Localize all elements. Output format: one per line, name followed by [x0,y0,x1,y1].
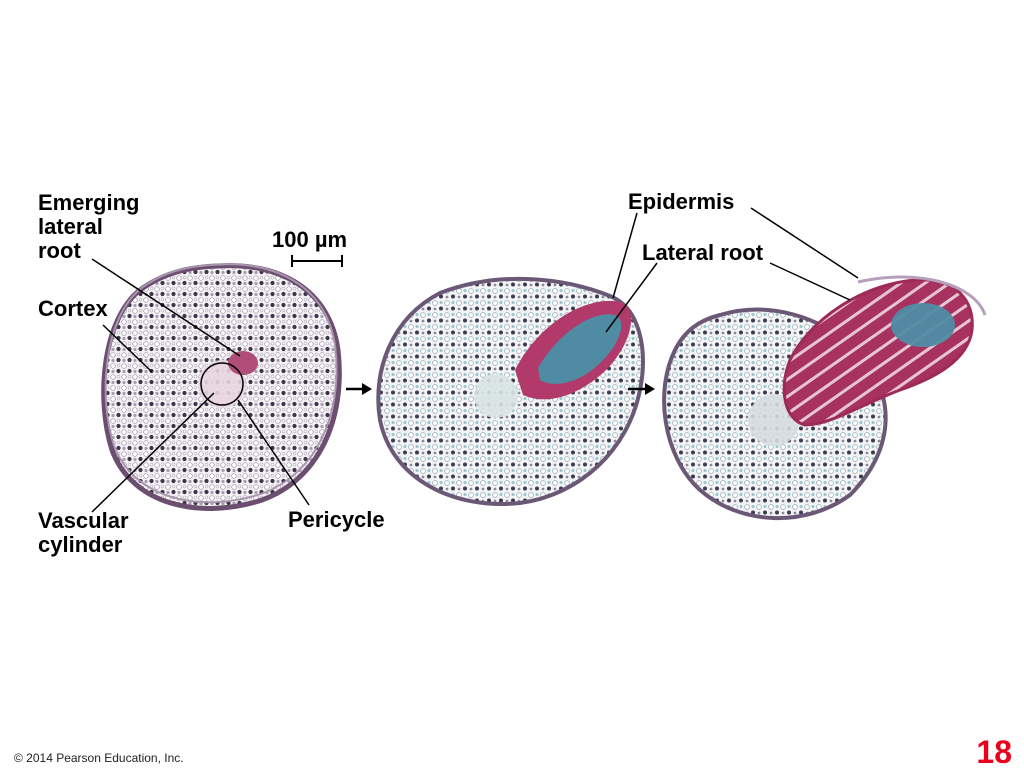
leader-epidermis-middle [612,212,638,299]
label-pericycle: Pericycle [288,507,385,532]
label-line: cylinder [38,532,123,557]
leader-emerging-lateral-root [91,258,241,357]
label-cortex: Cortex [38,296,108,321]
vascular-cylinder-circle [200,362,244,406]
copyright: © 2014 Pearson Education, Inc. [14,751,184,765]
scale-bar-label: 100 µm [272,228,347,252]
leader-lateral-root-middle [605,262,658,333]
root-cross-section-3 [662,264,987,520]
scale-bar-unit: µm [314,227,348,252]
arrow-2 [628,383,655,395]
scale-bar-value: 100 [272,227,309,252]
label-epidermis: Epidermis [628,189,735,214]
label-line: Vascular [38,508,129,533]
scale-bar [291,255,343,267]
label-line: root [38,238,81,263]
leader-epidermis-right [750,207,859,279]
leader-pericycle [237,399,310,506]
leader-vascular-cylinder [91,392,215,513]
leader-cortex [102,324,153,373]
emerging-lateral-root-primordium [228,351,258,375]
root-cross-section-1 [101,263,342,511]
label-line: lateral [38,214,103,239]
leader-lines [91,207,859,513]
label-lateral-root: Lateral root [642,240,764,265]
label-line: Emerging [38,190,140,215]
label-emerging-lateral-root: Emerging lateral root [38,191,139,263]
label-vascular-cylinder: Vascular cylinder [38,509,129,557]
leader-lateral-root-right [769,262,851,301]
root-cross-section-2 [376,276,645,506]
slide-number: 18 [976,734,1012,770]
arrow-1 [346,383,372,395]
